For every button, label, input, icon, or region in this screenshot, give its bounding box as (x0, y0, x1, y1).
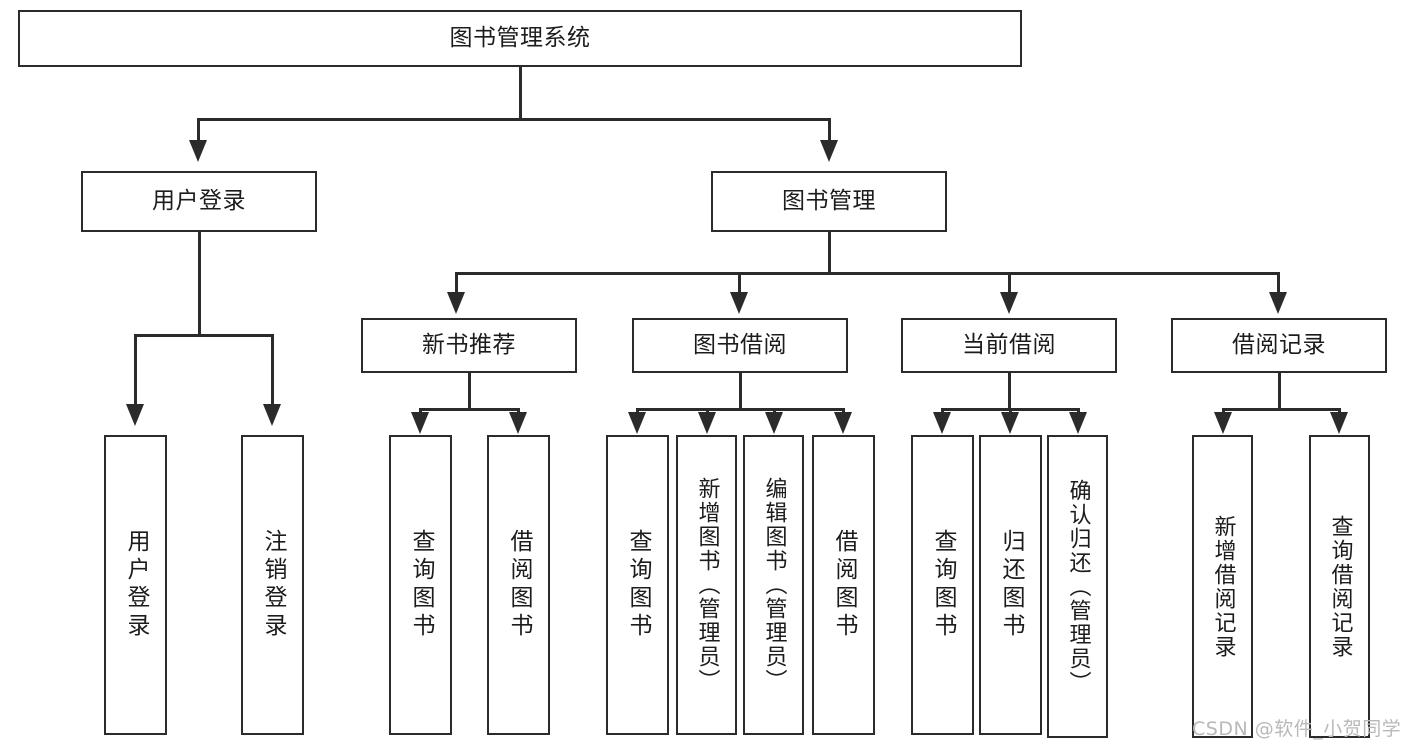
arrow-to-nbr-query-book (411, 412, 429, 434)
edge-br-bar (1223, 408, 1340, 411)
leaf-bb-edit-book[interactable]: 编辑图书（管理员） (743, 435, 804, 735)
node-root-library-system[interactable]: 图书管理系统 (18, 10, 1022, 67)
edge-nbr-bar (420, 408, 519, 411)
edge-book-manage-stem (828, 232, 831, 274)
node-label: 图书管理系统 (449, 24, 591, 51)
leaf-br-query-record[interactable]: 查询借阅记录 (1309, 435, 1370, 738)
node-label: 新书推荐 (422, 331, 516, 358)
edge-cb-stem (1008, 373, 1011, 410)
arrow-to-bb-borrow-book (834, 412, 852, 434)
csdn-watermark: CSDN @软件_小贺同学 (1192, 718, 1402, 740)
node-label: 归还图书 (998, 529, 1024, 641)
arrow-to-new-book-recommend (447, 292, 465, 314)
edge-bb-bar (637, 408, 844, 411)
node-label: 图书借阅 (693, 331, 787, 358)
edge-bb-stem (739, 373, 742, 410)
node-borrow-record[interactable]: 借阅记录 (1171, 318, 1387, 373)
node-label: 图书管理 (782, 187, 876, 214)
leaf-cb-return-book[interactable]: 归还图书 (979, 435, 1042, 735)
node-label: 借阅记录 (1232, 331, 1326, 358)
edge-nbr-stem (468, 373, 471, 410)
node-label: 新增借阅记录 (1210, 514, 1236, 659)
edge-bm-drop-current (1008, 272, 1011, 294)
arrow-to-br-add-record (1214, 412, 1232, 434)
arrow-to-cb-return-book (1001, 412, 1019, 434)
node-label: 用户登录 (123, 529, 149, 641)
edge-br-stem (1278, 373, 1281, 410)
edge-book-manage-bar (456, 272, 1279, 275)
arrow-to-bb-add-book (698, 412, 716, 434)
arrow-to-book-manage (820, 140, 838, 162)
node-book-management[interactable]: 图书管理 (711, 171, 947, 232)
node-book-borrow[interactable]: 图书借阅 (632, 318, 848, 373)
leaf-cb-query-book[interactable]: 查询图书 (911, 435, 974, 735)
node-label: 编辑图书（管理员） (761, 477, 787, 693)
leaf-nbr-query-book[interactable]: 查询图书 (389, 435, 452, 735)
edge-user-login-stem (198, 232, 201, 336)
arrow-to-bb-query-book (628, 412, 646, 434)
node-label: 注销登录 (260, 529, 286, 641)
node-label: 用户登录 (152, 187, 246, 214)
arrow-to-leaf-user-login (126, 404, 144, 426)
edge-user-login-drop-1 (134, 334, 137, 406)
node-current-borrow[interactable]: 当前借阅 (901, 318, 1117, 373)
arrow-to-user-login (189, 140, 207, 162)
arrow-to-cb-query-book (933, 412, 951, 434)
node-label: 查询图书 (408, 529, 434, 641)
node-label: 新增图书（管理员） (694, 477, 720, 693)
arrow-to-current-borrow (1000, 292, 1018, 314)
arrow-to-book-borrow (730, 292, 748, 314)
node-label: 借阅图书 (506, 529, 532, 641)
leaf-nbr-borrow-book[interactable]: 借阅图书 (487, 435, 550, 735)
arrow-to-leaf-logout (263, 404, 281, 426)
edge-bm-drop-record (1277, 272, 1280, 294)
node-label: 确认归还（管理员） (1065, 478, 1091, 695)
node-label: 查询图书 (930, 529, 956, 641)
leaf-cb-confirm-return[interactable]: 确认归还（管理员） (1047, 435, 1108, 738)
edge-root-to-user-login (197, 118, 200, 142)
edge-root-bar (198, 118, 831, 121)
arrow-to-br-query-record (1330, 412, 1348, 434)
leaf-bb-add-book[interactable]: 新增图书（管理员） (676, 435, 737, 735)
leaf-user-login[interactable]: 用户登录 (104, 435, 167, 735)
node-label: 查询图书 (625, 529, 651, 641)
leaf-logout[interactable]: 注销登录 (241, 435, 304, 735)
edge-root-to-book-manage (828, 118, 831, 142)
arrow-to-bb-edit-book (765, 412, 783, 434)
node-label: 当前借阅 (962, 331, 1056, 358)
node-label: 查询借阅记录 (1327, 514, 1353, 659)
edge-user-login-bar (135, 334, 273, 337)
leaf-bb-borrow-book[interactable]: 借阅图书 (812, 435, 875, 735)
arrow-to-borrow-record (1269, 292, 1287, 314)
edge-root-stem (519, 67, 522, 120)
node-new-book-recommend[interactable]: 新书推荐 (361, 318, 577, 373)
edge-user-login-drop-2 (271, 334, 274, 406)
node-label: 借阅图书 (831, 529, 857, 641)
node-user-login[interactable]: 用户登录 (81, 171, 317, 232)
leaf-br-add-record[interactable]: 新增借阅记录 (1192, 435, 1253, 738)
edge-bm-drop-borrow (738, 272, 741, 294)
arrow-to-cb-confirm-return (1069, 412, 1087, 434)
arrow-to-nbr-borrow-book (509, 412, 527, 434)
leaf-bb-query-book[interactable]: 查询图书 (606, 435, 669, 735)
edge-bm-drop-new-book (455, 272, 458, 294)
